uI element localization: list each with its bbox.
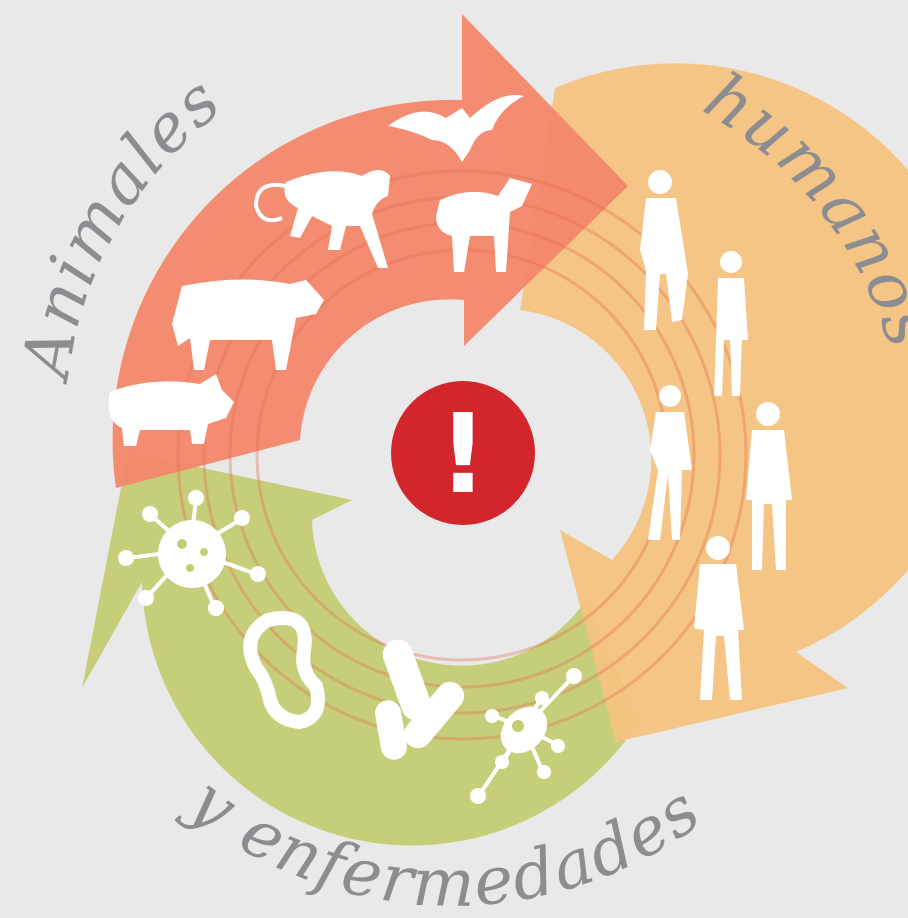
exclamation-symbol: ! bbox=[438, 390, 488, 518]
diseases-arrow bbox=[82, 452, 640, 845]
exclamation-icon: ! bbox=[391, 381, 535, 525]
